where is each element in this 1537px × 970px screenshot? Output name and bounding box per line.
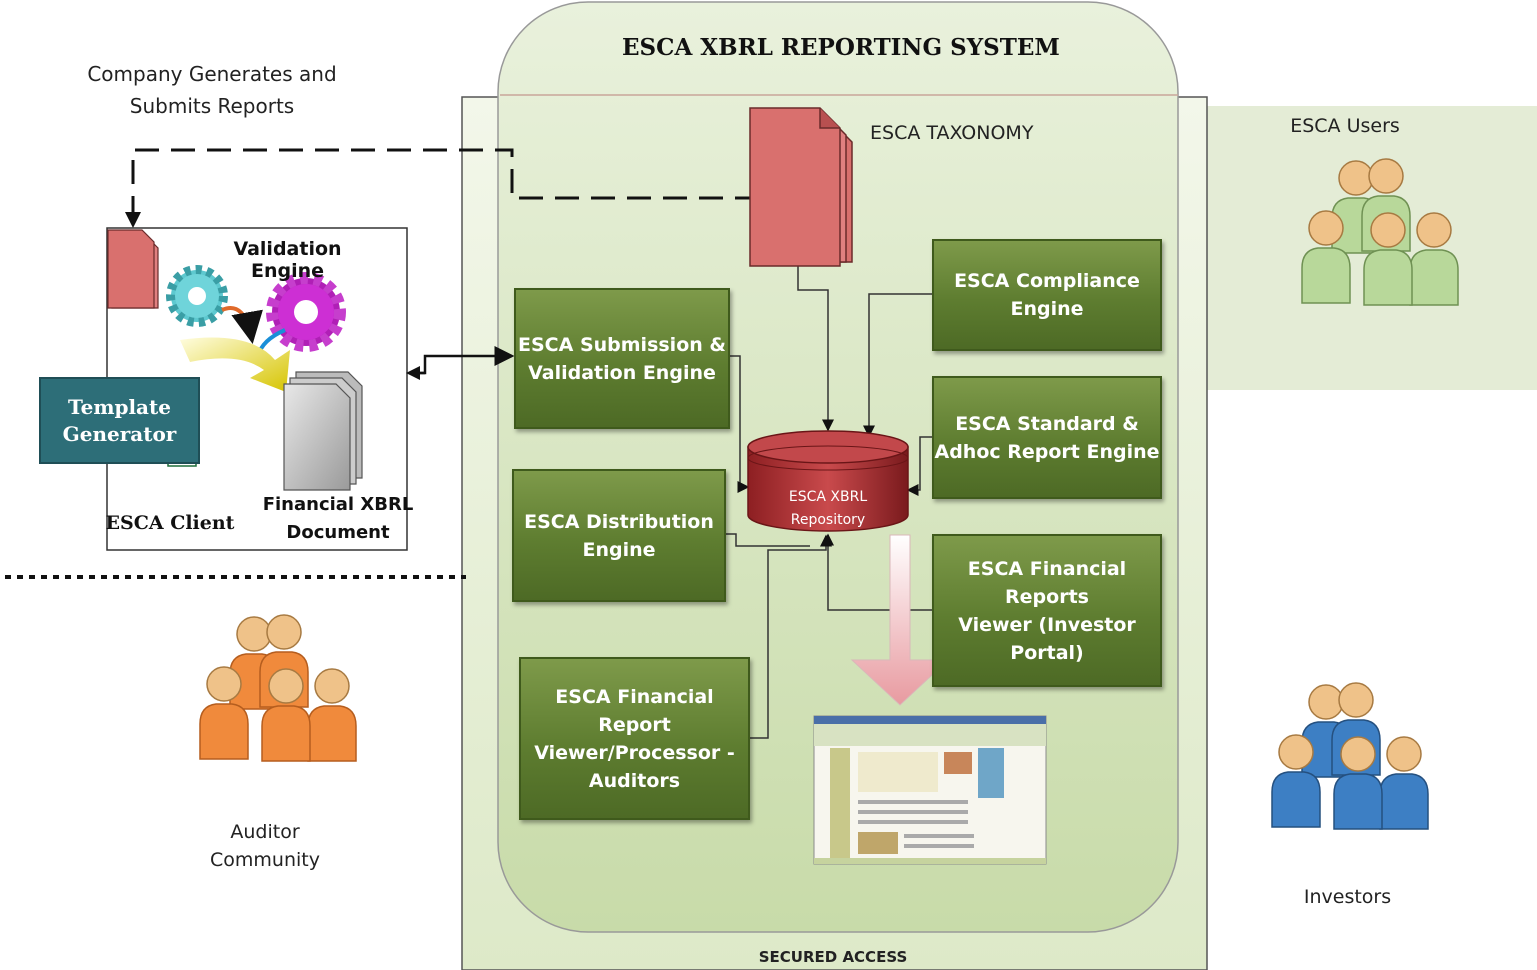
- dashed-taxonomy-link: [131, 148, 750, 220]
- person-head: [1338, 682, 1374, 718]
- person-body: [261, 705, 311, 762]
- financial-doc-label: Financial XBRL Document: [262, 494, 414, 543]
- person-body: [1333, 773, 1383, 830]
- esca-users-label: ESCA Users: [1290, 115, 1400, 137]
- person-head: [1368, 158, 1404, 194]
- investor-viewer-box[interactable]: ESCA Financial Reports Viewer (Investor …: [932, 534, 1162, 687]
- client-document-icon: [107, 229, 159, 309]
- person-head: [1370, 212, 1406, 248]
- standard-report-engine-box[interactable]: ESCA Standard & Adhoc Report Engine: [932, 376, 1162, 499]
- person-body: [1271, 771, 1321, 828]
- person-head: [236, 616, 272, 652]
- taxonomy-label: ESCA TAXONOMY: [870, 122, 1034, 144]
- gear-icon-cyan: [166, 265, 228, 327]
- repository-label: ESCA XBRL Repository: [788, 489, 868, 528]
- esca-client-label: ESCA Client: [105, 512, 235, 534]
- investors-label: Investors: [1303, 886, 1392, 908]
- person-body: [307, 705, 357, 762]
- auditor-viewer-box[interactable]: ESCA Financial Report Viewer/Processor -…: [519, 657, 750, 820]
- people-group-icon-investors: [1271, 682, 1429, 830]
- people-group-icon-esca-users: [1301, 158, 1459, 306]
- person-head: [1338, 160, 1374, 196]
- submission-engine-box[interactable]: ESCA Submission & Validation Engine: [514, 288, 730, 429]
- person-body: [1363, 249, 1413, 306]
- company-label: Company Generates and Submits Reports: [87, 62, 337, 118]
- person-head: [1308, 210, 1344, 246]
- template-generator-box[interactable]: Template Generator: [39, 377, 200, 464]
- portal-screenshot-icon: [813, 715, 1047, 865]
- xbrl-document-icon: [283, 371, 363, 491]
- system-title: ESCA XBRL REPORTING SYSTEM: [622, 34, 1060, 61]
- people-group-icon-auditors: [199, 614, 357, 762]
- person-head: [1386, 736, 1422, 772]
- download-arrow: [850, 534, 950, 706]
- auditor-community-label: Auditor Community: [210, 821, 320, 871]
- person-body: [1409, 249, 1459, 306]
- person-head: [266, 614, 302, 650]
- compliance-engine-box[interactable]: ESCA Compliance Engine: [932, 239, 1162, 351]
- person-head: [1416, 212, 1452, 248]
- person-head: [268, 668, 304, 704]
- person-head: [1340, 736, 1376, 772]
- yellow-arrow-icon: [180, 337, 290, 392]
- secured-access-label: SECURED ACCESS: [758, 948, 908, 966]
- person-head: [1278, 734, 1314, 770]
- distribution-engine-box[interactable]: ESCA Distribution Engine: [512, 469, 726, 602]
- person-head: [314, 668, 350, 704]
- person-body: [1301, 247, 1351, 304]
- database-icon: [747, 430, 909, 532]
- gear-icon-magenta: [266, 272, 346, 352]
- person-body: [1379, 773, 1429, 830]
- validation-engine-label: Validation Engine: [233, 238, 342, 282]
- person-head: [206, 666, 242, 702]
- person-body: [199, 703, 249, 760]
- document-stack-icon: [749, 107, 853, 267]
- person-head: [1308, 684, 1344, 720]
